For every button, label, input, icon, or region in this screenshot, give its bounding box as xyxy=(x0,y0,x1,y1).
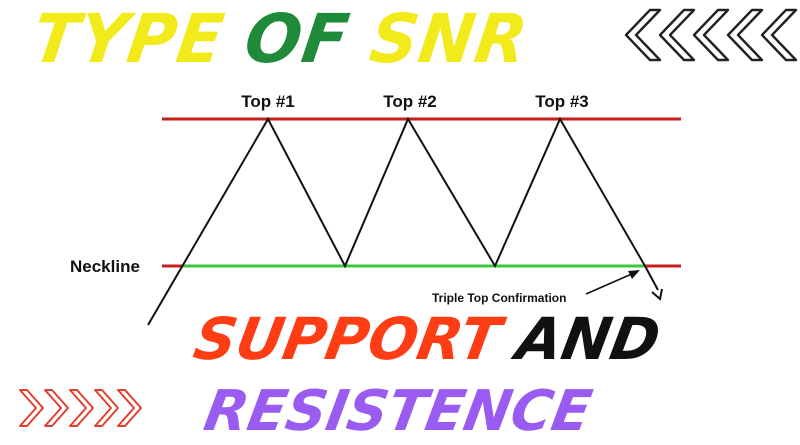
price-arrow-head xyxy=(651,288,663,301)
subheadline-word-and: AND xyxy=(511,305,666,373)
chevron-right-icons xyxy=(19,389,142,427)
chevron-right-icon xyxy=(44,389,69,427)
chevron-right-icon xyxy=(19,389,44,427)
chevron-left-icon xyxy=(726,8,764,62)
confirmation-label: Triple Top Confirmation xyxy=(432,291,566,305)
confirmation-arrow xyxy=(585,272,635,295)
price-path xyxy=(147,116,659,326)
chevron-left-icon xyxy=(658,8,696,62)
chevron-right-icon xyxy=(69,389,94,427)
neckline-label: Neckline xyxy=(70,257,140,276)
subheadline-word-support: SUPPORT xyxy=(188,305,506,373)
chevron-left-icon xyxy=(760,8,798,62)
top-3-label: Top #3 xyxy=(535,92,589,111)
chevron-left-icon xyxy=(624,8,662,62)
footer-word: RESISTENCE xyxy=(199,379,597,444)
top-1-label: Top #1 xyxy=(241,92,295,111)
confirmation-arrow-head xyxy=(628,270,640,279)
double-chevron-left-icons xyxy=(624,8,798,62)
top-2-label: Top #2 xyxy=(383,92,437,111)
chevron-right-icon xyxy=(94,389,119,427)
chevron-right-icon xyxy=(117,389,142,427)
chevron-left-icon xyxy=(692,8,730,62)
